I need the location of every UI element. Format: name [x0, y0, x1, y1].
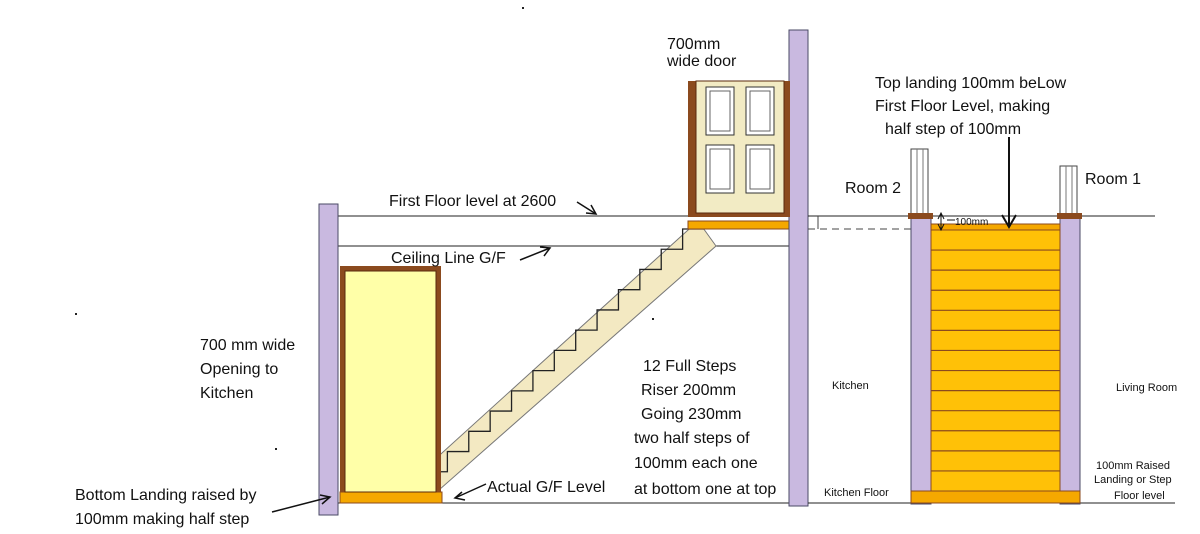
door-width-label: 700mm [667, 36, 720, 53]
bottom-landing-side [339, 491, 443, 504]
stray-marks [75, 7, 654, 450]
kitchen-floor-label: Kitchen Floor [824, 487, 889, 499]
room2-jamb [910, 148, 929, 218]
bottom-landing-front [910, 490, 1081, 504]
right-right-wall [1059, 216, 1081, 505]
door-panel-insets [709, 90, 771, 190]
tread-lines [931, 249, 1060, 472]
raised-label-1: 100mm Raised [1096, 460, 1170, 472]
room1-jamb [1059, 165, 1078, 218]
door-panels [705, 86, 775, 194]
left-wall [318, 203, 339, 516]
step-profile [425, 228, 704, 492]
wall-cap-right [1057, 213, 1082, 219]
actual-gf-label: Actual G/F Level [487, 479, 605, 496]
living-room-label: Living Room [1116, 382, 1177, 394]
right-left-wall [910, 216, 932, 505]
top-landing-front [930, 223, 1061, 231]
top-landing-label-2: First Floor Level, making [875, 98, 1050, 115]
gap-100-label: 100mm [955, 217, 988, 228]
opening-label-3: Kitchen [200, 385, 253, 402]
wall-cap-left [908, 213, 933, 219]
stair-front [930, 228, 1061, 492]
bottom-landing-label-1: Bottom Landing raised by [75, 487, 256, 504]
bottom-landing-label-2: 100mm making half step [75, 511, 249, 528]
raised-label-2: Landing or Step [1094, 474, 1172, 486]
steps-label-1: 12 Full Steps [643, 358, 736, 375]
steps-label-3: Going 230mm [641, 406, 742, 423]
annotation-arrows-left [271, 201, 598, 513]
room2-label: Room 2 [845, 180, 901, 197]
top-landing-label-1: Top landing 100mm beLow [875, 75, 1067, 92]
kitchen-label: Kitchen [832, 380, 869, 392]
annotation-arrows-right [937, 137, 1017, 232]
steps-label-5: 100mm each one [634, 455, 758, 472]
opening-label-2: Opening to [200, 361, 278, 378]
top-landing-label-3: half step of 100mm [885, 121, 1021, 138]
kitchen-opening [344, 270, 437, 493]
steps-label-2: Riser 200mm [641, 382, 736, 399]
first-floor-label: First Floor level at 2600 [389, 193, 556, 210]
floor-level-label: Floor level [1114, 490, 1165, 502]
ceiling-label: Ceiling Line G/F [391, 250, 506, 267]
steps-label-4: two half steps of [634, 430, 750, 447]
middle-wall [788, 29, 809, 507]
steps-label-6: at bottom one at top [634, 481, 776, 498]
room1-label: Room 1 [1085, 171, 1141, 188]
top-landing-side [687, 220, 791, 230]
opening-label-1: 700 mm wide [200, 337, 295, 354]
door-width-label-2: wide door [666, 53, 737, 70]
